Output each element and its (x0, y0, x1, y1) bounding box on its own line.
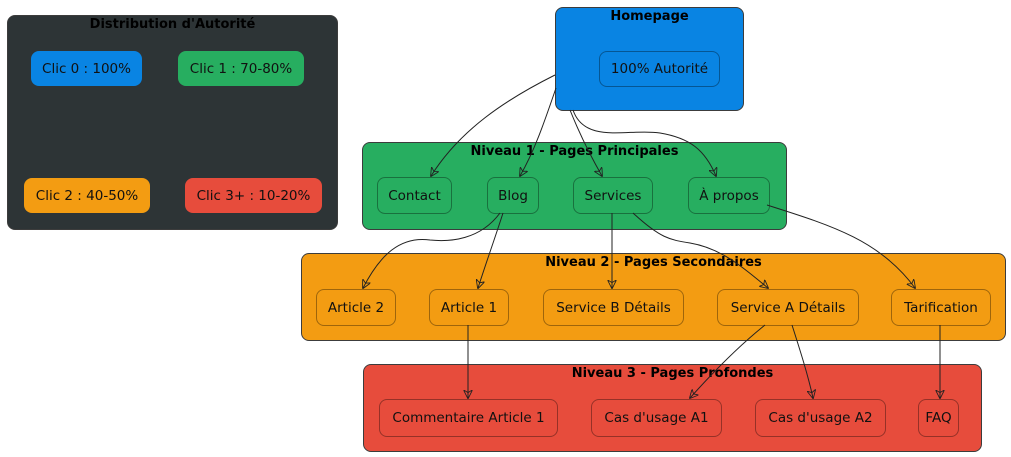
node-contact[interactable]: Contact (377, 177, 452, 214)
node-article-1[interactable]: Article 1 (429, 289, 509, 326)
node-service-b-details[interactable]: Service B Détails (543, 289, 684, 326)
node-faq[interactable]: FAQ (918, 399, 959, 437)
legend-cluster: Distribution d'Autorité Clic 0 : 100% Cl… (7, 15, 338, 230)
legend-item-clic-2: Clic 2 : 40-50% (24, 178, 150, 213)
level3-title: Niveau 3 - Pages Profondes (571, 366, 774, 381)
node-cas-usage-a2[interactable]: Cas d'usage A2 (755, 399, 886, 437)
level1-cluster: Niveau 1 - Pages Principales Contact Blo… (362, 142, 787, 230)
node-service-a-details[interactable]: Service A Détails (717, 289, 859, 326)
legend-item-clic-0: Clic 0 : 100% (31, 51, 142, 86)
legend-item-clic-1: Clic 1 : 70-80% (178, 51, 304, 86)
node-homepage-authority[interactable]: 100% Autorité (599, 51, 720, 87)
level2-cluster: Niveau 2 - Pages Secondaires Article 2 A… (301, 253, 1006, 341)
level1-title: Niveau 1 - Pages Principales (470, 144, 679, 159)
level2-title: Niveau 2 - Pages Secondaires (545, 255, 762, 270)
homepage-cluster: Homepage 100% Autorité (555, 7, 744, 111)
level3-cluster: Niveau 3 - Pages Profondes Commentaire A… (363, 364, 982, 452)
node-blog[interactable]: Blog (487, 177, 539, 214)
legend-item-clic-3plus: Clic 3+ : 10-20% (185, 178, 322, 213)
node-services[interactable]: Services (573, 177, 653, 214)
node-commentaire-article-1[interactable]: Commentaire Article 1 (379, 399, 558, 437)
node-cas-usage-a1[interactable]: Cas d'usage A1 (591, 399, 722, 437)
node-article-2[interactable]: Article 2 (316, 289, 396, 326)
homepage-title: Homepage (610, 9, 689, 24)
node-tarification[interactable]: Tarification (891, 289, 991, 326)
node-a-propos[interactable]: À propos (688, 177, 770, 214)
legend-title: Distribution d'Autorité (89, 17, 256, 32)
